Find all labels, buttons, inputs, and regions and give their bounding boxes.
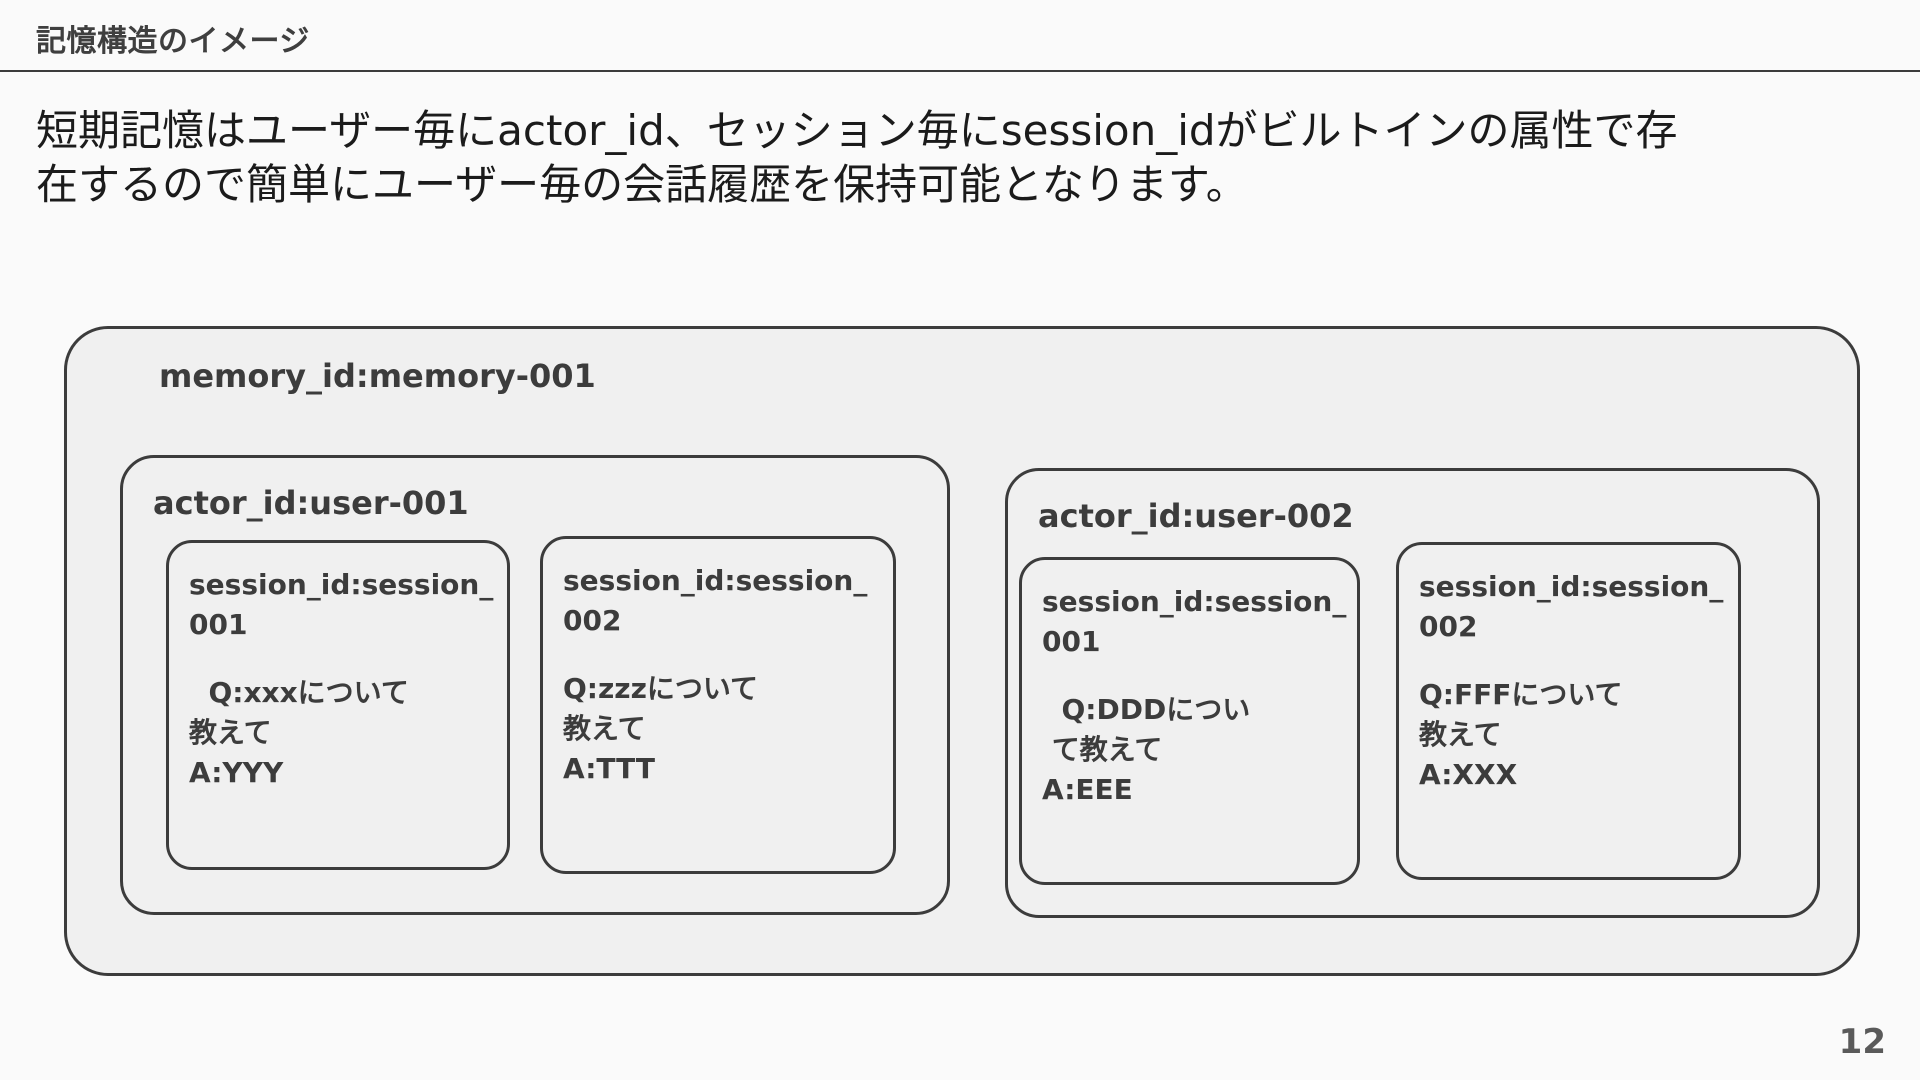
session-card: session_id:session_001 Q:DDDについ て教えて A:E… [1019,557,1360,885]
memory-id-label: memory_id:memory-001 [159,357,596,395]
slide-header: 記憶構造のイメージ [0,0,1920,72]
body-line-1: 短期記憶はユーザー毎にactor_id、セッション毎にsession_idがビル… [36,106,1678,155]
session-id-label: session_id:session_002 [1419,570,1724,643]
session-card: session_id:session_002 Q:zzzについて 教えて A:T… [540,536,896,874]
session-id-label: session_id:session_001 [189,568,494,641]
session-card: session_id:session_002 Q:FFFについて 教えて A:X… [1396,542,1741,880]
actor-id-label: actor_id:user-002 [1038,497,1354,535]
session-id-label: session_id:session_002 [563,564,868,637]
session-conversation: Q:FFFについて 教えて A:XXX [1419,678,1623,791]
page-number: 12 [1838,1022,1886,1062]
session-id-label: session_id:session_001 [1042,585,1347,658]
body-line-2: 在するので簡単にユーザー毎の会話履歴を保持可能となります。 [36,159,1248,209]
session-conversation: Q:zzzについて 教えて A:TTT [563,672,759,785]
actor-id-label: actor_id:user-001 [153,484,469,522]
session-conversation: Q:DDDについ て教えて A:EEE [1042,693,1251,806]
session-conversation: Q:xxxについて 教えて A:YYY [189,676,409,789]
page-title: 記憶構造のイメージ [36,24,310,59]
session-card: session_id:session_001 Q:xxxについて 教えて A:Y… [166,540,510,870]
body-paragraph: 短期記憶はユーザー毎にactor_id、セッション毎にsession_idがビル… [36,104,1876,212]
